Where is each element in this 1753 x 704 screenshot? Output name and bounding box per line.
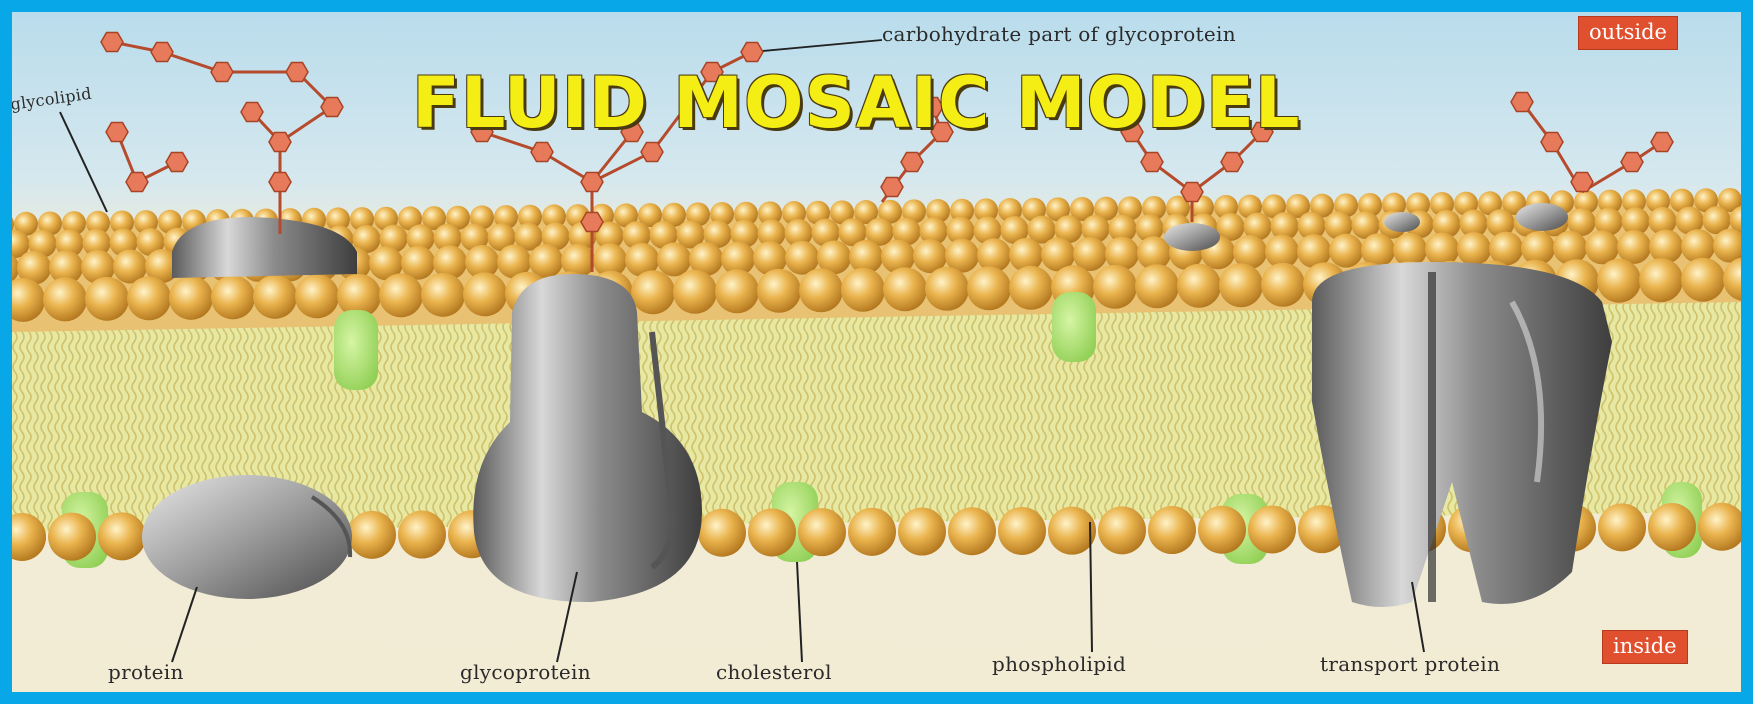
phospholipid-head <box>348 511 396 559</box>
phospholipid-head <box>1639 258 1683 302</box>
sugar-unit <box>1541 133 1563 152</box>
phospholipid-head <box>1681 258 1725 302</box>
phospholipid-head <box>169 276 213 320</box>
phospholipid-head <box>1048 507 1096 555</box>
phospholipid-head <box>295 274 339 318</box>
phospholipid-head <box>1135 264 1179 308</box>
phospholipid-head <box>848 508 896 556</box>
phospholipid-head <box>211 275 255 319</box>
phospholipid-head <box>1598 503 1646 551</box>
phospholipid-head <box>529 244 563 278</box>
phospholipid-head <box>48 513 96 561</box>
label-protein: protein <box>108 660 184 684</box>
phospholipid-head <box>1261 263 1305 307</box>
sugar-unit <box>641 143 663 162</box>
sugar-unit <box>881 178 903 197</box>
sugar-unit <box>1511 93 1533 112</box>
phospholipid-head <box>1649 229 1683 263</box>
phospholipid-head <box>757 269 801 313</box>
phospholipid-head <box>1457 232 1491 266</box>
phospholipid-head <box>948 507 996 555</box>
phospholipid-head <box>1553 231 1587 265</box>
sugar-unit <box>741 43 763 62</box>
phospholipid-head <box>841 268 885 312</box>
sugar-unit <box>1181 183 1203 202</box>
phospholipid-head <box>1597 259 1641 303</box>
inside-tag: inside <box>1602 630 1688 664</box>
phospholipid-head <box>748 508 796 556</box>
sugar-unit <box>269 133 291 152</box>
phospholipid-head <box>421 273 465 317</box>
phospholipid-head <box>925 267 969 311</box>
phospholipid-head <box>1617 230 1651 264</box>
phospholipid-head <box>1148 506 1196 554</box>
sugar-unit <box>126 173 148 192</box>
sugar-unit <box>101 33 123 52</box>
phospholipid-head <box>657 242 691 276</box>
phospholipid-head <box>1681 229 1715 263</box>
sugar-unit <box>211 63 233 82</box>
sugar-unit <box>1651 133 1673 152</box>
cholesterol-molecule <box>1052 292 1096 362</box>
phospholipid-head <box>883 267 927 311</box>
label-phospholipid: phospholipid <box>992 652 1126 676</box>
phospholipid-head <box>253 275 297 319</box>
sugar-unit <box>531 143 553 162</box>
phospholipid-head <box>85 277 129 321</box>
phospholipid-head <box>398 511 446 559</box>
sugar-unit <box>1571 173 1593 192</box>
phospholipid-head <box>1248 505 1296 553</box>
sugar-unit <box>581 173 603 192</box>
phospholipid-head <box>1009 266 1053 310</box>
phospholipid-head <box>1585 230 1619 264</box>
phospholipid-head <box>127 276 171 320</box>
phospholipid-head <box>698 509 746 557</box>
phospholipid-head <box>1098 506 1146 554</box>
phospholipid-head <box>1177 264 1221 308</box>
phospholipid-head <box>379 273 423 317</box>
sugar-unit <box>241 103 263 122</box>
sugar-unit <box>286 63 308 82</box>
phospholipid-head <box>631 270 675 314</box>
phospholipid-head <box>1648 503 1696 551</box>
phospholipid-head <box>799 268 843 312</box>
cholesterol-molecule <box>334 310 378 390</box>
diagram-title: FLUID MOSAIC MODEL <box>412 62 1301 144</box>
label-transport-protein: transport protein <box>1320 652 1500 676</box>
phospholipid-head <box>463 272 507 316</box>
surface-protein <box>1384 212 1420 232</box>
sugar-unit <box>1141 153 1163 172</box>
sugar-unit <box>269 173 291 192</box>
phospholipid-head <box>1198 506 1246 554</box>
sugar-unit <box>106 123 128 142</box>
surface-protein <box>1164 223 1220 251</box>
sugar-unit <box>151 43 173 62</box>
phospholipid-head <box>1329 234 1363 268</box>
phospholipid-head <box>898 508 946 556</box>
sugar-unit <box>166 153 188 172</box>
integral-protein <box>142 475 352 599</box>
phospholipid-head <box>98 512 146 560</box>
phospholipid-head <box>43 277 87 321</box>
phospholipid-head <box>715 269 759 313</box>
sugar-unit <box>1221 153 1243 172</box>
phospholipid-head <box>798 508 846 556</box>
sugar-unit <box>1621 153 1643 172</box>
diagram-frame: FLUID MOSAIC MODEL carbohydrate part of … <box>12 12 1741 692</box>
phospholipid-head <box>1219 263 1263 307</box>
phospholipid-head <box>673 270 717 314</box>
phospholipid-head <box>998 507 1046 555</box>
label-cholesterol: cholesterol <box>716 660 832 684</box>
sugar-unit <box>321 98 343 117</box>
label-glycoprotein: glycoprotein <box>460 660 591 684</box>
label-carbohydrate: carbohydrate part of glycoprotein <box>882 22 1236 46</box>
phospholipid-head <box>1093 265 1137 309</box>
sugar-unit <box>581 213 603 232</box>
sugar-unit <box>901 153 923 172</box>
surface-protein <box>1516 203 1568 231</box>
outside-tag: outside <box>1578 16 1678 50</box>
phospholipid-head <box>967 266 1011 310</box>
